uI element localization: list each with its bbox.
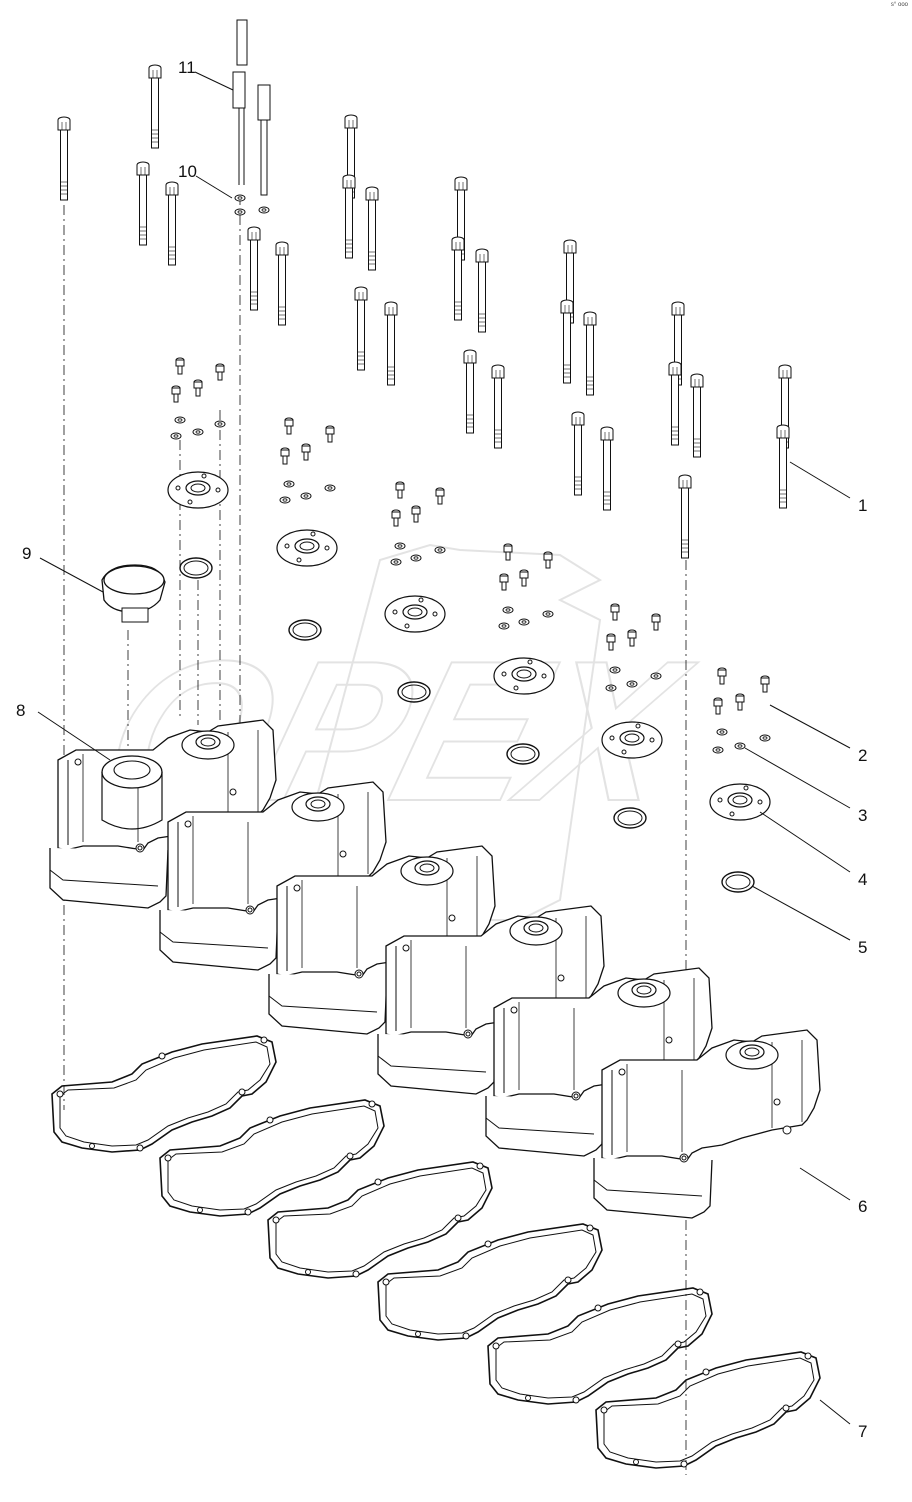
callout-7: 7: [858, 1422, 868, 1441]
callout-4: 4: [858, 870, 868, 889]
callout-8: 8: [16, 701, 26, 720]
sleeve-bolts: [232, 19, 271, 196]
callout-3: 3: [858, 806, 868, 825]
callout-11: 11: [178, 58, 196, 77]
leader-lines: [37, 71, 851, 1425]
callout-9: 9: [22, 544, 32, 563]
callout-2: 2: [858, 746, 868, 765]
corner-code: s° ooo: [890, 2, 908, 8]
callout-1: 1: [858, 496, 868, 515]
oil-filler-cap: [101, 564, 166, 623]
callout-6: 6: [858, 1197, 868, 1216]
oil-filler-neck: [101, 755, 163, 830]
callout-10: 10: [178, 162, 197, 181]
callout-5: 5: [858, 938, 868, 957]
